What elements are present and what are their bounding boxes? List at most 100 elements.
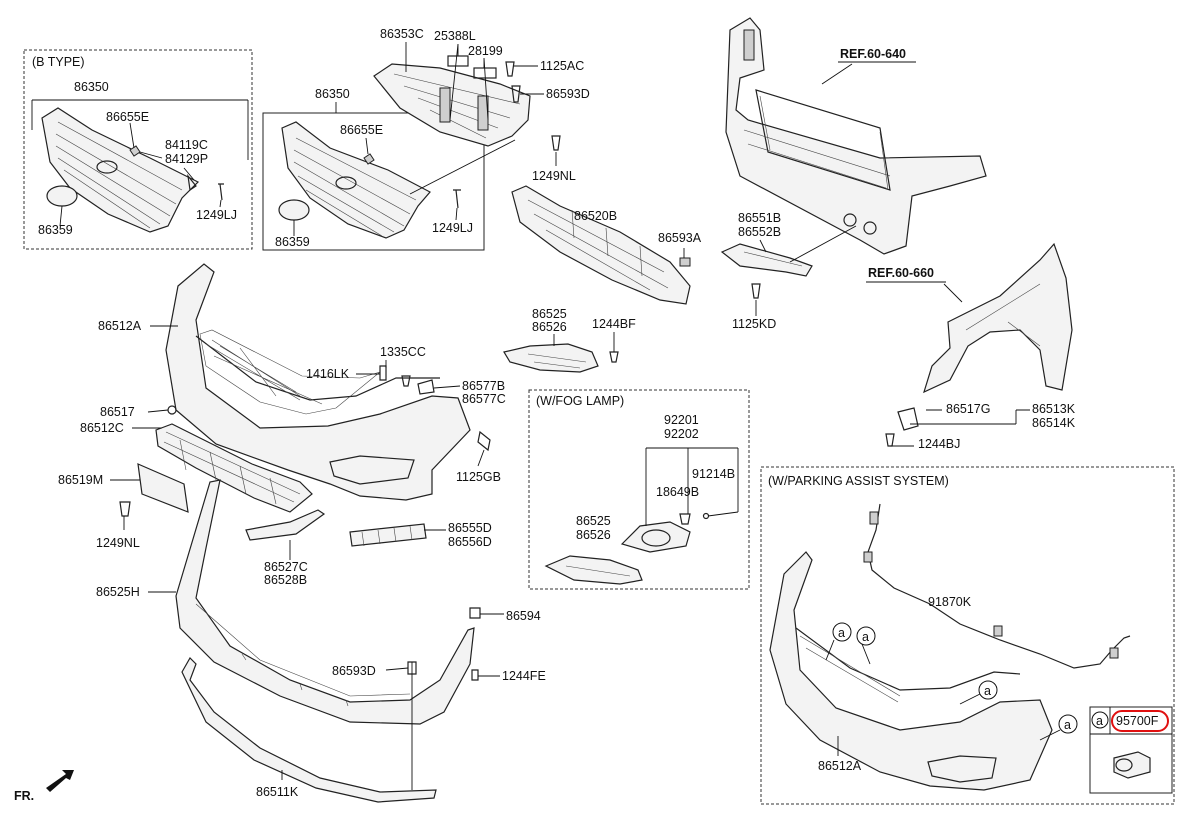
- fog-lamp-bezel[interactable]: [544, 555, 643, 585]
- circle-a-label-1: a: [838, 626, 845, 640]
- bolt-1244bj[interactable]: [885, 433, 895, 447]
- clip-86593d[interactable]: [407, 661, 417, 675]
- label-86526-fog: 86526: [576, 528, 611, 542]
- sensor-circle-a-4[interactable]: a: [1058, 714, 1078, 734]
- label-86525-top: 86525: [532, 307, 567, 321]
- bolt-1125kd[interactable]: [751, 283, 761, 299]
- label-84129p: 84129P: [165, 152, 208, 166]
- label-91870k: 91870K: [928, 595, 972, 609]
- b-type-title: (B TYPE): [32, 55, 85, 69]
- radiator-grille-b-type[interactable]: [41, 107, 200, 233]
- bumper-upper-grille-mesh[interactable]: [199, 329, 381, 415]
- sensor-circle-a-1[interactable]: a: [832, 622, 852, 642]
- screw-1244bf[interactable]: [609, 351, 619, 363]
- label-84119c: 84119C: [165, 138, 208, 152]
- label-86577b: 86577B: [462, 379, 505, 393]
- circle-a-label-2: a: [862, 630, 869, 644]
- fog-lamp-assembly[interactable]: [620, 521, 691, 553]
- label-86520b: 86520B: [574, 209, 617, 223]
- label-25388l: 25388L: [434, 29, 476, 43]
- label-86512a-pas: 86512A: [818, 759, 862, 773]
- label-1125ac: 1125AC: [540, 59, 584, 73]
- skid-plate-strip[interactable]: [181, 657, 437, 803]
- label-1249lj-b: 1249LJ: [196, 208, 237, 222]
- ref-60-660[interactable]: REF.60-660: [868, 266, 934, 280]
- label-86514k: 86514K: [1032, 416, 1076, 430]
- label-86517g: 86517G: [946, 402, 990, 416]
- label-86594: 86594: [506, 609, 541, 623]
- label-86519m: 86519M: [58, 473, 103, 487]
- label-1244bj: 1244BJ: [918, 437, 960, 451]
- label-86555d: 86555D: [448, 521, 492, 535]
- emblem-b-type[interactable]: [46, 185, 78, 207]
- lower-bumper-skid[interactable]: [175, 479, 475, 725]
- label-86556d: 86556D: [448, 535, 492, 549]
- screw-1249nl[interactable]: [119, 501, 131, 517]
- clip-86593a[interactable]: [679, 257, 691, 267]
- front-bumper-cover[interactable]: [165, 263, 471, 501]
- label-92201: 92201: [664, 413, 699, 427]
- fog-lamp-bezel-lower-garnish[interactable]: [245, 509, 326, 541]
- label-sticker[interactable]: [447, 55, 469, 67]
- fog-lamp-bezel-upper[interactable]: [503, 343, 599, 373]
- b-type-box: [23, 49, 253, 250]
- lower-grille[interactable]: [155, 423, 313, 513]
- label-86593a: 86593A: [658, 231, 702, 245]
- label-92202: 92202: [664, 427, 699, 441]
- grille-screw[interactable]: [453, 189, 461, 209]
- bracket-b-type[interactable]: [187, 173, 197, 192]
- label-1244fe: 1244FE: [502, 669, 546, 683]
- label-1249lj: 1249LJ: [432, 221, 473, 235]
- sensor-circle-a-3[interactable]: a: [978, 680, 998, 700]
- sensor-circle-a-2[interactable]: a: [856, 626, 876, 646]
- label-18649b: 18649B: [656, 485, 699, 499]
- fender-bracket[interactable]: [897, 407, 919, 431]
- bumper-bracket[interactable]: [720, 243, 813, 277]
- label-86526-top: 86526: [532, 320, 567, 334]
- bolt-1249nl-top[interactable]: [551, 135, 561, 151]
- bolt-1125ac[interactable]: [505, 61, 515, 77]
- parking-assist-box: [760, 466, 1175, 805]
- bumper-trim-86555d[interactable]: [349, 523, 427, 547]
- label-91214b: 91214B: [692, 467, 735, 481]
- fog-lamp-screw[interactable]: [679, 513, 691, 525]
- screw-b-type[interactable]: [218, 183, 224, 201]
- bolt-1125gb[interactable]: [477, 430, 491, 452]
- parking-sensor[interactable]: [1113, 751, 1151, 779]
- label-28199: 28199: [468, 44, 503, 58]
- clip-1335cc[interactable]: [401, 375, 411, 387]
- label-86593d-top: 86593D: [546, 87, 590, 101]
- label-1335cc: 1335CC: [380, 345, 426, 359]
- ref-60-640[interactable]: REF.60-640: [840, 47, 906, 61]
- label-86577c: 86577C: [462, 392, 506, 406]
- bracket-86577b[interactable]: [417, 379, 435, 395]
- clip-86517[interactable]: [167, 405, 177, 415]
- label-86551b: 86551B: [738, 211, 781, 225]
- grille-clip[interactable]: [363, 153, 375, 165]
- label-1249nl-top: 1249NL: [532, 169, 576, 183]
- fog-lamp-bulb[interactable]: [702, 512, 710, 520]
- screw-1416lk[interactable]: [379, 365, 387, 381]
- radiator-grille[interactable]: [281, 121, 431, 239]
- part-95700f-highlight[interactable]: [1111, 710, 1169, 732]
- label-86512a: 86512A: [98, 319, 142, 333]
- bolt-86593d-top[interactable]: [511, 85, 521, 103]
- front-fender[interactable]: [923, 242, 1073, 394]
- label-86512c: 86512C: [80, 421, 124, 435]
- parking-assist-wiring[interactable]: [863, 503, 1131, 669]
- label-86593d: 86593D: [332, 664, 376, 678]
- label-86350: 86350: [315, 87, 350, 101]
- parking-assist-bumper[interactable]: [769, 551, 1053, 791]
- license-plate-bracket[interactable]: [137, 463, 189, 513]
- label-86525-fog: 86525: [576, 514, 611, 528]
- label-95700f[interactable]: 95700F: [1116, 714, 1159, 728]
- front-end-carrier[interactable]: [725, 17, 987, 255]
- emblem[interactable]: [278, 199, 310, 221]
- circle-a-label-3: a: [984, 684, 991, 698]
- energy-absorber[interactable]: [511, 185, 691, 305]
- front-direction-label: FR.: [14, 789, 34, 803]
- screw-1244fe[interactable]: [471, 669, 479, 681]
- clip-86594[interactable]: [469, 607, 481, 619]
